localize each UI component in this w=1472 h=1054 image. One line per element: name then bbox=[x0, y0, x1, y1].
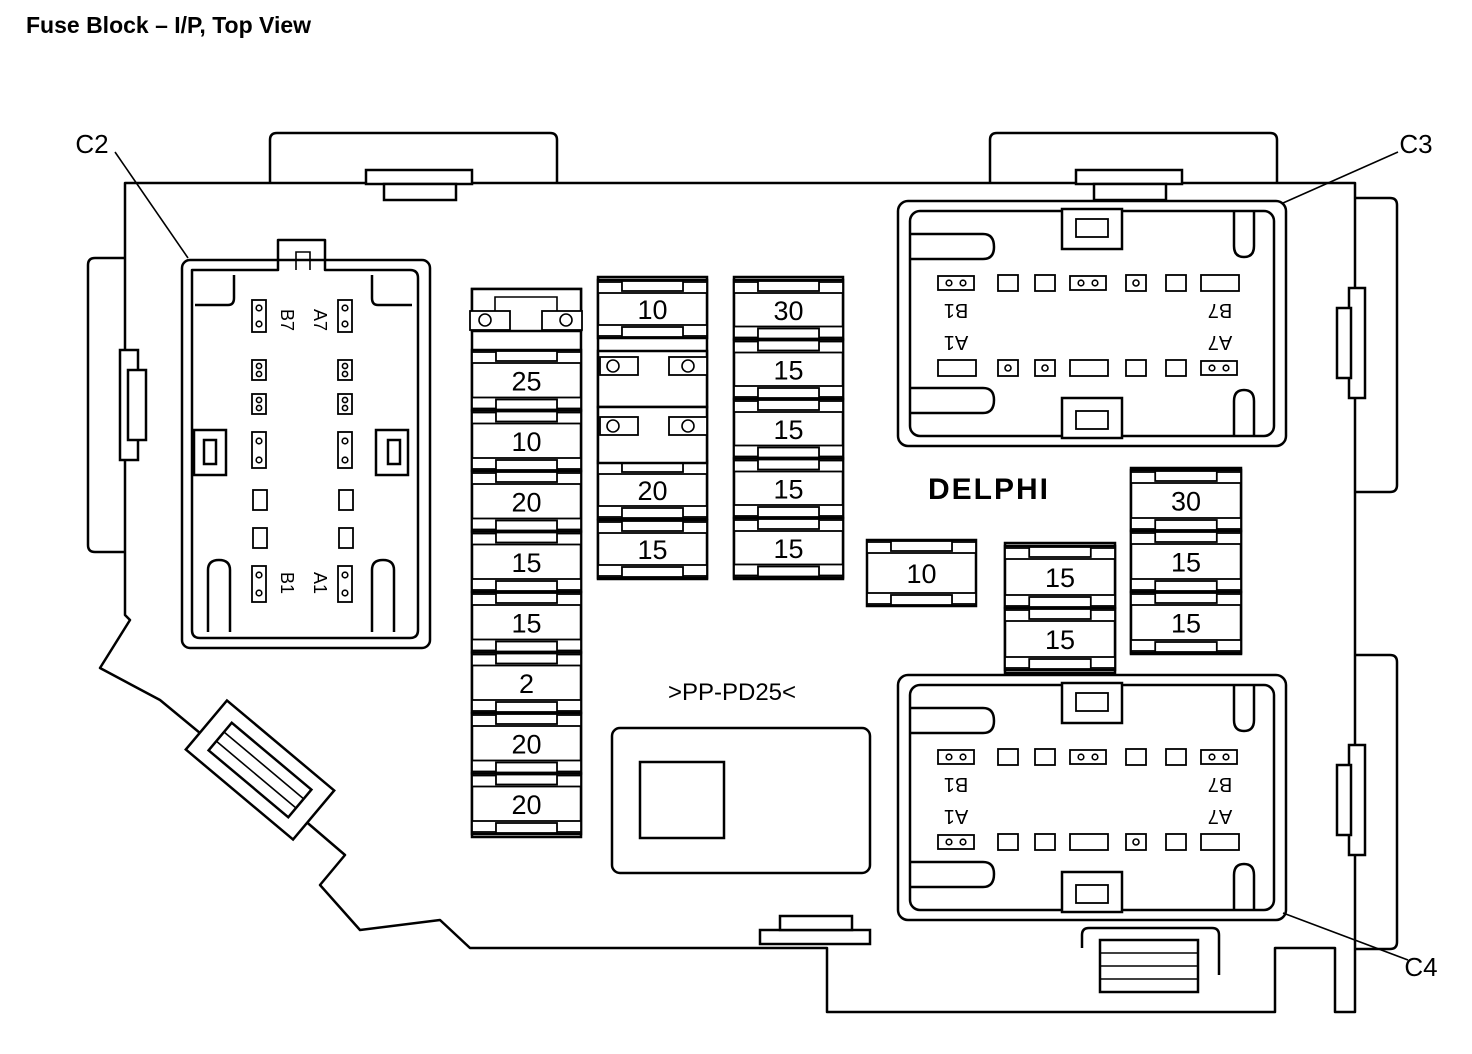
c3-pin-a7-label: A7 bbox=[1208, 331, 1232, 353]
callouts: C2 C3 C4 bbox=[75, 129, 1437, 982]
fuse-rating: 15 bbox=[1045, 563, 1075, 593]
fuse-rating: 20 bbox=[637, 476, 667, 506]
fuse-rating: 20 bbox=[511, 729, 541, 759]
c4-pin-a1-label: A1 bbox=[944, 805, 968, 827]
fuse-rating: 15 bbox=[773, 355, 803, 385]
fuse-triple-3: 15 bbox=[1129, 590, 1243, 655]
fuse-pair-1: 15 bbox=[1003, 544, 1117, 610]
fuse-columns: 25 10 20 15 15 2 20 20 10 20 15 30 15 15 15 15 10 15 15 30 1… bbox=[470, 275, 1243, 839]
c2-callout-label: C2 bbox=[75, 129, 108, 159]
connector-c2: B7 A7 B1 A1 bbox=[180, 238, 432, 650]
fuse-left-column-8: 20 bbox=[470, 772, 583, 836]
fuse-triple-2: 15 bbox=[1129, 529, 1243, 594]
c3-callout-label: C3 bbox=[1399, 129, 1432, 159]
c2-pin-a1-label: A1 bbox=[310, 572, 330, 594]
c4-pin-b1-label: B1 bbox=[944, 773, 968, 795]
fuse-rating: 15 bbox=[637, 535, 667, 565]
fuse-middle-column-3: 15 bbox=[596, 518, 709, 580]
c4-pin-b7-label: B7 bbox=[1208, 773, 1232, 795]
fuse-rating: 15 bbox=[511, 608, 541, 638]
fuse-rating: 15 bbox=[511, 548, 541, 578]
fuse-right-column-4: 15 bbox=[732, 457, 845, 520]
pp-pd25-module: >PP-PD25< bbox=[610, 679, 872, 875]
c4-pin-a7-label: A7 bbox=[1208, 805, 1232, 827]
fuse-left-column-2: 10 bbox=[470, 409, 583, 473]
fuse-rating: 30 bbox=[1171, 487, 1201, 517]
c3-pin-a1-label: A1 bbox=[944, 331, 968, 353]
fuse-rating: 10 bbox=[906, 559, 936, 589]
fuse-rating: 20 bbox=[511, 487, 541, 517]
c2-pin-b7-label: B7 bbox=[277, 309, 297, 331]
fuse-rating: 2 bbox=[519, 669, 534, 699]
fuse-right-column-1: 30 bbox=[732, 278, 845, 341]
fuse-rating: 15 bbox=[1045, 625, 1075, 655]
relay-clips bbox=[469, 287, 709, 465]
c2-pin-a7-label: A7 bbox=[310, 309, 330, 331]
c2-pin-b1-label: B1 bbox=[277, 572, 297, 594]
fuse-middle-column-1: 10 bbox=[596, 278, 709, 340]
fuse-middle-column-2: 20 bbox=[596, 459, 709, 521]
c3-pin-b7-label: B7 bbox=[1208, 299, 1232, 321]
fuse-rating: 15 bbox=[773, 534, 803, 564]
fuse-left-column-7: 20 bbox=[470, 711, 583, 775]
fuse-left-column-1: 25 bbox=[470, 348, 583, 412]
fuse-rating: 10 bbox=[511, 427, 541, 457]
fuse-left-column-6: 2 bbox=[470, 651, 583, 715]
module-marking: >PP-PD25< bbox=[668, 679, 796, 706]
fuse-right-column-2: 15 bbox=[732, 338, 845, 401]
fuse-rating: 15 bbox=[1171, 609, 1201, 639]
fuse-rating: 25 bbox=[511, 366, 541, 396]
fuse-block-housing bbox=[86, 131, 1399, 1014]
fuse-rating: 15 bbox=[773, 415, 803, 445]
fuse-right-column-5: 15 bbox=[732, 516, 845, 579]
fuse-rating: 20 bbox=[511, 790, 541, 820]
fuse-left-column-5: 15 bbox=[470, 590, 583, 654]
fuse-rating: 15 bbox=[1171, 548, 1201, 578]
fuse-left-column-4: 15 bbox=[470, 530, 583, 594]
delphi-brand: DELPHI bbox=[928, 473, 1050, 506]
fuse-right-column-3: 15 bbox=[732, 397, 845, 460]
fuse-left-column-3: 20 bbox=[470, 469, 583, 533]
fuse-rating: 15 bbox=[773, 474, 803, 504]
fuse-pair-2: 15 bbox=[1003, 606, 1117, 672]
diagram-title: Fuse Block – I/P, Top View bbox=[26, 12, 312, 38]
c4-callout-label: C4 bbox=[1404, 952, 1437, 982]
fuse-single-1: 10 bbox=[865, 538, 978, 608]
fuse-rating: 10 bbox=[637, 295, 667, 325]
fuse-triple-1: 30 bbox=[1129, 468, 1243, 533]
c3-pin-b1-label: B1 bbox=[944, 299, 968, 321]
fuse-rating: 30 bbox=[773, 296, 803, 326]
